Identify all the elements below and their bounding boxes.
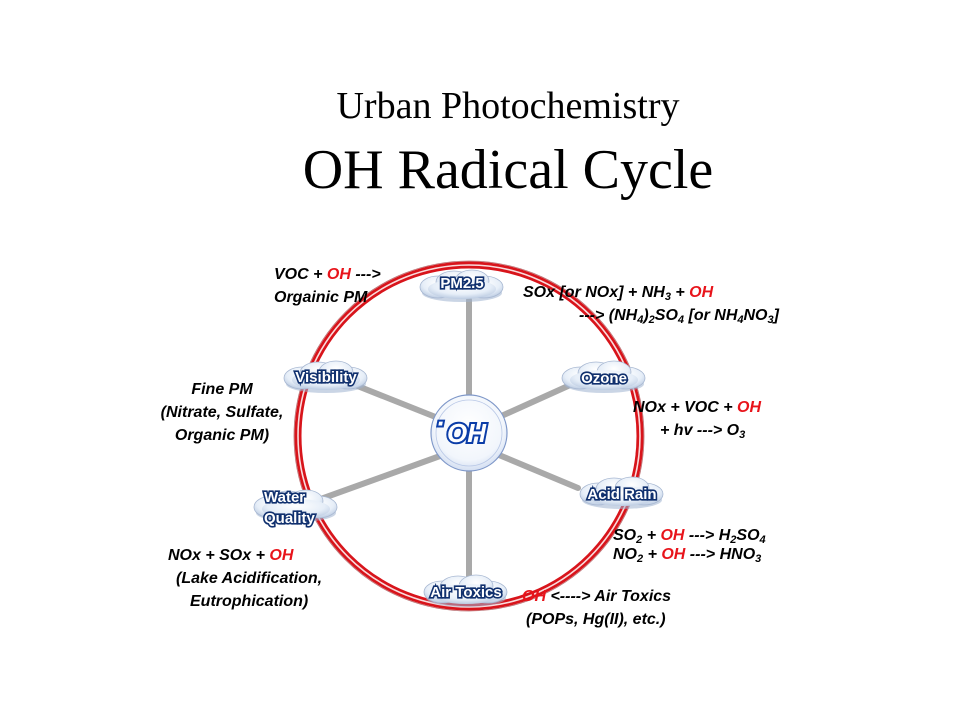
subtitle: Urban Photochemistry [336, 85, 680, 127]
node-air-toxics-label: Air Toxics [430, 584, 501, 601]
node-water-quality-label-2: Quality [264, 510, 316, 527]
spoke-visibility [347, 380, 441, 421]
node-air-toxics: Air Toxics [423, 574, 508, 608]
node-ozone: Ozone [561, 360, 646, 394]
annotation-fine-pm: Fine PM (Nitrate, Sulfate, Organic PM) [160, 381, 284, 444]
node-acid-rain: Acid Rain [579, 476, 664, 510]
page-title: OH Radical Cycle [302, 139, 714, 201]
center-oh-node: · OH [430, 394, 508, 472]
node-acid-rain-label: Acid Rain [587, 486, 656, 503]
spoke-water-quality [315, 453, 443, 503]
annotation-water-quality: NOx + SOx + OH (Lake Acidification, Eutr… [168, 547, 323, 610]
node-visibility: Visibility [283, 360, 368, 394]
annotation-sox-pm: SOx [or NOx] + NH3 + OH ---> (NH4)2SO4 [… [523, 284, 779, 326]
annotation-voc: VOC + OH ---> Orgainic PM [274, 266, 381, 306]
node-pm25: PM2.5 [419, 269, 504, 303]
spokes [315, 297, 581, 581]
annotation-air-toxics: OH <----> Air Toxics (POPs, Hg(II), etc.… [522, 588, 672, 628]
spoke-acid-rain [496, 452, 581, 491]
oh-radical-dot: · [436, 408, 445, 438]
annotation-ozone: NOx + VOC + OH + hv ---> O3 [633, 399, 762, 441]
node-ozone-label: Ozone [581, 370, 627, 387]
cycle-ring [293, 260, 645, 612]
annotation-acid-rain: SO2 + OH ---> H2SO4 NO2 + OH ---> HNO3 [613, 527, 766, 565]
oh-radical-label: OH [447, 418, 487, 448]
spoke-ozone [494, 383, 571, 421]
node-water-quality-label-1: Water [264, 489, 305, 506]
node-pm25-label: PM2.5 [440, 275, 483, 292]
node-water-quality: Water Quality [253, 487, 338, 529]
node-visibility-label: Visibility [295, 369, 357, 386]
